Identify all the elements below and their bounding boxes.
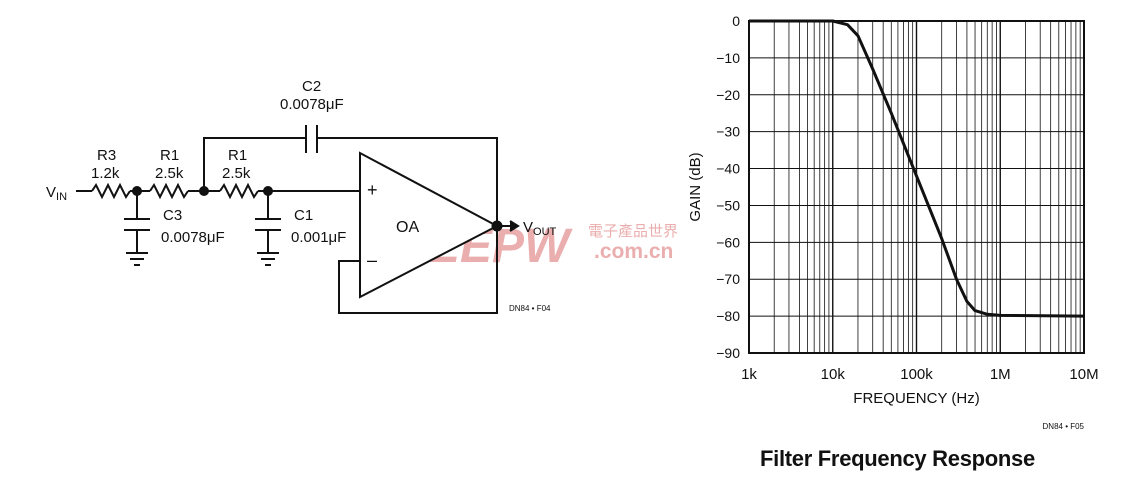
- opamp-label: OA: [396, 219, 419, 236]
- c2-name: C2: [302, 78, 321, 95]
- r1a-value: 2.5k: [155, 165, 184, 182]
- y-tick-label: −40: [716, 161, 740, 177]
- figure-caption: Filter Frequency Response: [760, 446, 1035, 471]
- c2-value: 0.0078μF: [280, 96, 344, 113]
- c3-name: C3: [163, 207, 182, 224]
- y-tick-label: −90: [716, 345, 740, 361]
- resistor-r3: [91, 182, 131, 200]
- y-tick-label: −70: [716, 271, 740, 287]
- vin-label: VIN: [46, 184, 67, 203]
- junction-dot: [491, 220, 503, 232]
- x-tick-label: 100k: [900, 366, 933, 383]
- x-tick-label: 1M: [990, 366, 1011, 383]
- output-arrow: [509, 220, 520, 232]
- y-tick-label: 0: [732, 13, 740, 29]
- junction-dot: [132, 186, 142, 196]
- schematic-code: DN84 • F04: [509, 304, 551, 313]
- c3-value: 0.0078μF: [161, 229, 225, 246]
- x-tick-label: 1k: [741, 366, 757, 383]
- capacitor-c2: [305, 125, 318, 153]
- y-tick-label: −20: [716, 87, 740, 103]
- capacitor-c1: [255, 191, 281, 253]
- minus-input-label: –: [367, 250, 377, 270]
- r1a-name: R1: [160, 147, 179, 164]
- resistor-r1a: [149, 182, 189, 200]
- y-tick-label: −10: [716, 50, 740, 66]
- junction-dot: [199, 186, 209, 196]
- r3-value: 1.2k: [91, 165, 120, 182]
- ground-c3: [126, 252, 148, 266]
- schematic: [76, 125, 520, 314]
- y-tick-label: −80: [716, 308, 740, 324]
- c1-value: 0.001μF: [291, 229, 346, 246]
- wire-c2-feedback: [203, 137, 498, 226]
- opamp-body: [359, 151, 500, 299]
- c1-name: C1: [294, 207, 313, 224]
- capacitor-c3: [124, 191, 150, 253]
- y-tick-label: −60: [716, 234, 740, 250]
- chart-code: DN84 • F05: [1043, 422, 1085, 431]
- y-tick-label: −50: [716, 197, 740, 213]
- resistor-r1b: [219, 182, 259, 200]
- y-axis-label: GAIN (dB): [687, 152, 704, 221]
- x-tick-label: 10k: [821, 366, 846, 383]
- gain-response-line: [749, 19, 1085, 318]
- x-tick-label: 10M: [1069, 366, 1098, 383]
- watermark-cn: 電子產品世界: [588, 223, 678, 240]
- x-axis-label: FREQUENCY (Hz): [853, 390, 979, 407]
- r1b-name: R1: [228, 147, 247, 164]
- ground-c1: [257, 252, 279, 266]
- r1b-value: 2.5k: [222, 165, 251, 182]
- wire-minus-feedback: [338, 226, 498, 314]
- plus-input-label: +: [367, 180, 378, 200]
- junction-dot: [263, 186, 273, 196]
- schematic-labels: VIN R3 1.2k R1 2.5k R1 2.5k C2 0.0078μF …: [46, 78, 557, 313]
- y-tick-label: −30: [716, 124, 740, 140]
- r3-name: R3: [97, 147, 116, 164]
- watermark-url: .com.cn: [594, 240, 673, 263]
- vout-label: VOUT: [523, 219, 557, 238]
